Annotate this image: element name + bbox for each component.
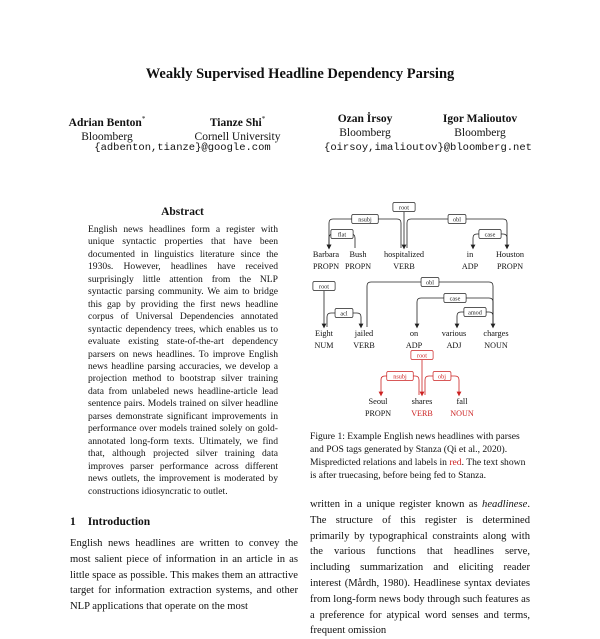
section-number: 1: [70, 516, 76, 528]
tree-2-pos-3: ADP: [406, 341, 423, 350]
tree-1-arc-nsubj-box: [351, 214, 379, 224]
email-bloomberg: {oirsoy,imalioutov}@bloomberg.net: [324, 142, 532, 154]
tree-1-arc-root-label: root: [399, 204, 409, 211]
abstract-heading: Abstract: [161, 206, 204, 218]
tree-2-arc-acl-label: acl: [340, 310, 347, 317]
author-1-affiliation: Bloomberg: [81, 130, 133, 143]
author-1-mark: *: [141, 115, 146, 123]
tree-1-arc-obl-box: [447, 214, 467, 224]
tree-1-arc-case-label: case: [485, 231, 496, 238]
tree-3-pos-2: VERB: [411, 409, 433, 418]
abstract-text: English news headlines form a register w…: [88, 224, 278, 497]
tree-1-pos-5: PROPN: [497, 262, 523, 271]
email-google: {adbenton,tianze}@google.com: [94, 142, 271, 154]
right-text-end: . The structure of this register is dete…: [310, 499, 530, 637]
author-3-affiliation: Bloomberg: [339, 127, 391, 139]
tree-2-pos-4: ADJ: [447, 341, 462, 350]
tree-1-arc-flat-label: flat: [338, 231, 347, 238]
tree-2-arc-root-label: root: [319, 283, 329, 290]
tree-1-word-5: Houston: [496, 250, 525, 259]
tree-2-arc-case-label: case: [450, 295, 461, 302]
tree-1-arc-flat-box: [330, 229, 354, 239]
tree-3-pos-1: PROPN: [365, 409, 391, 418]
author-3-name: Ozan İrsoy: [337, 113, 393, 125]
right-text-start: written in a unique register known as: [310, 499, 483, 510]
author-4: Igor Malioutov Bloomberg: [430, 112, 530, 140]
tree-1-word-1: Barbara: [313, 250, 340, 259]
tree-1-arc-case-box: [478, 229, 502, 239]
tree-2-word-2: jailed: [354, 329, 374, 338]
tree-1-pos-3: VERB: [393, 262, 415, 271]
tree-3-word-3: fall: [456, 397, 468, 406]
caption-red-word: red: [449, 457, 462, 468]
author-1: Adrian Benton* Bloomberg: [62, 112, 152, 144]
tree-2-word-4: various: [442, 329, 466, 338]
author-2: Tianze Shi* Cornell University: [180, 112, 295, 144]
tree-1-arc-root-box: [392, 202, 416, 212]
tree-2-pos-1: NUM: [315, 341, 334, 350]
intro-text: English news headlines are written to co…: [70, 538, 298, 613]
tree-2-arc-case-box: [443, 293, 467, 303]
tree-2-arc-obl-box: [420, 277, 440, 287]
tree-2-arc-amod-label: amod: [468, 309, 483, 316]
tree-1-word-3: hospitalized: [384, 250, 425, 259]
tree-1-arc-obl-label: obl: [453, 216, 461, 223]
tree-2-word-1: Eight: [315, 329, 334, 338]
tree-2-arc-obl-path: [366, 281, 496, 329]
tree-2-word-5: charges: [483, 329, 508, 338]
tree-3-arc-root-box: [410, 350, 434, 360]
tree-1-pos-1: PROPN: [313, 262, 339, 271]
author-4-name: Igor Malioutov: [442, 113, 518, 125]
tree-3-pos-3: NOUN: [450, 409, 474, 418]
tree-3-arc-obj-label: obj: [438, 373, 446, 380]
tree-1-word-2: Bush: [349, 250, 367, 259]
tree-1-pos-4: ADP: [462, 262, 479, 271]
caption-text-start: Figure 1: Example English news headlines…: [310, 431, 520, 468]
author-4-affiliation: Bloomberg: [454, 127, 506, 139]
term-headlinese: headlinese: [482, 499, 528, 510]
tree-2-arc-amod-box: [463, 307, 487, 317]
caption-text-end: . The text shown is after truecasing, be…: [310, 457, 526, 481]
tree-2-word-3: on: [410, 329, 419, 338]
tree-3-arc-root-label: root: [417, 352, 427, 359]
tree-3-word-2: shares: [412, 397, 433, 406]
tree-2-pos-2: VERB: [353, 341, 375, 350]
tree-3-arc-obj-box: [432, 371, 452, 381]
author-2-affiliation: Cornell University: [194, 130, 281, 143]
tree-1-word-4: in: [467, 250, 474, 259]
tree-1-pos-2: PROPN: [345, 262, 371, 271]
tree-2-arc-root-box: [312, 281, 336, 291]
paper-title: Weakly Supervised Headline Dependency Pa…: [145, 66, 455, 82]
author-2-name: Tianze Shi: [209, 116, 262, 129]
figure-caption: Figure 1: Example English news headlines…: [310, 430, 530, 482]
section-title: Introduction: [87, 516, 151, 528]
right-column-text: written in a unique register known as he…: [310, 497, 530, 639]
author-2-mark: *: [261, 115, 266, 123]
tree-2-arc-acl-box: [334, 308, 354, 318]
tree-3-arc-nsubj-box: [386, 371, 414, 381]
author-1-name: Adrian Benton: [68, 116, 142, 129]
author-3: Ozan İrsoy Bloomberg: [320, 112, 410, 140]
tree-3-word-1: Seoul: [369, 397, 389, 406]
tree-3-arc-nsubj-label: nsubj: [393, 373, 407, 380]
tree-1-arc-nsubj-label: nsubj: [358, 216, 372, 223]
section-heading: 1 Introduction: [70, 516, 150, 528]
tree-2-pos-5: NOUN: [484, 341, 508, 350]
tree-2-arc-obl-label: obl: [426, 279, 434, 286]
